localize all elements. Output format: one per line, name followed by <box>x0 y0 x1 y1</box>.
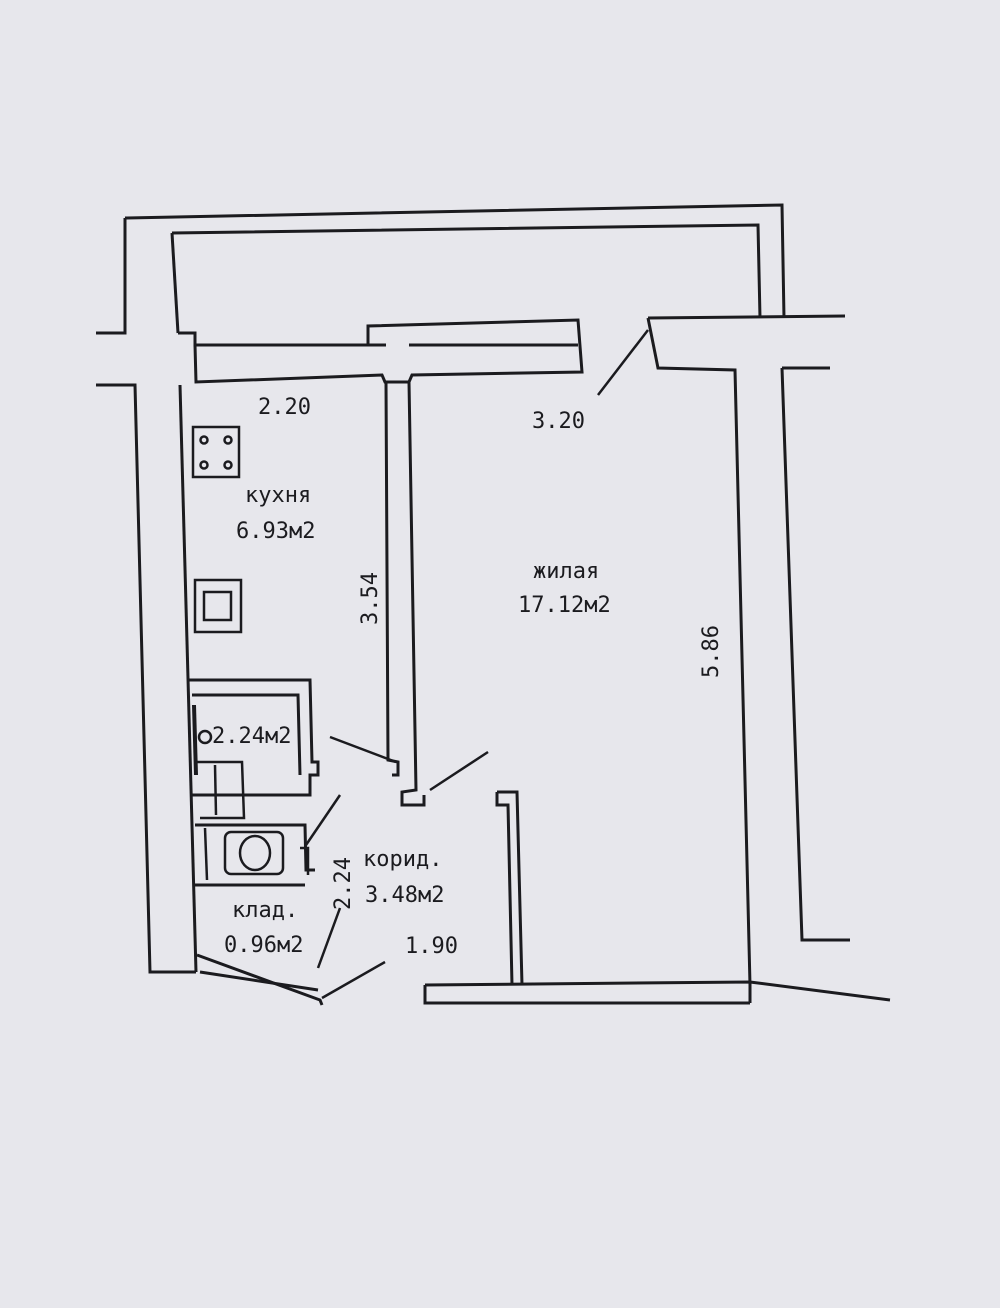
partition-kitchen-living <box>329 381 489 807</box>
living-area-label: 17.12м2 <box>518 593 611 618</box>
storage-name-label: клад. <box>232 898 298 923</box>
living-length-label: 5.86 <box>699 625 724 678</box>
kitchen-width-label: 2.20 <box>258 395 311 420</box>
storage-block <box>196 907 386 1006</box>
toilet-block <box>195 794 342 887</box>
bathroom-block <box>187 678 320 820</box>
bathroom-area-label: 2.24м2 <box>212 724 291 749</box>
exterior-wall-bottom <box>423 980 891 1005</box>
corridor-partition <box>495 790 524 986</box>
kitchen-area-label: 6.93м2 <box>236 519 315 544</box>
storage-area-label: 0.96м2 <box>224 933 303 958</box>
living-name-label: жилая <box>533 559 599 584</box>
corridor-name-label: корид. <box>363 847 442 872</box>
stove-icon <box>191 425 241 479</box>
toilet-icon <box>238 834 272 872</box>
balcony <box>124 203 786 319</box>
kitchen-sink-icon <box>193 578 243 634</box>
kitchen-length-label: 3.54 <box>358 572 383 625</box>
exterior-wall-right <box>597 314 850 986</box>
kitchen-name-label: кухня <box>245 483 311 508</box>
exterior-wall-left <box>96 218 198 974</box>
corridor-length-label: 2.24 <box>331 857 356 910</box>
exterior-wall-top <box>178 318 584 384</box>
corridor-area-label: 3.48м2 <box>365 883 444 908</box>
living-width-label: 3.20 <box>532 409 585 434</box>
corridor-width-label: 1.90 <box>405 934 458 959</box>
sink-icon <box>197 729 213 745</box>
